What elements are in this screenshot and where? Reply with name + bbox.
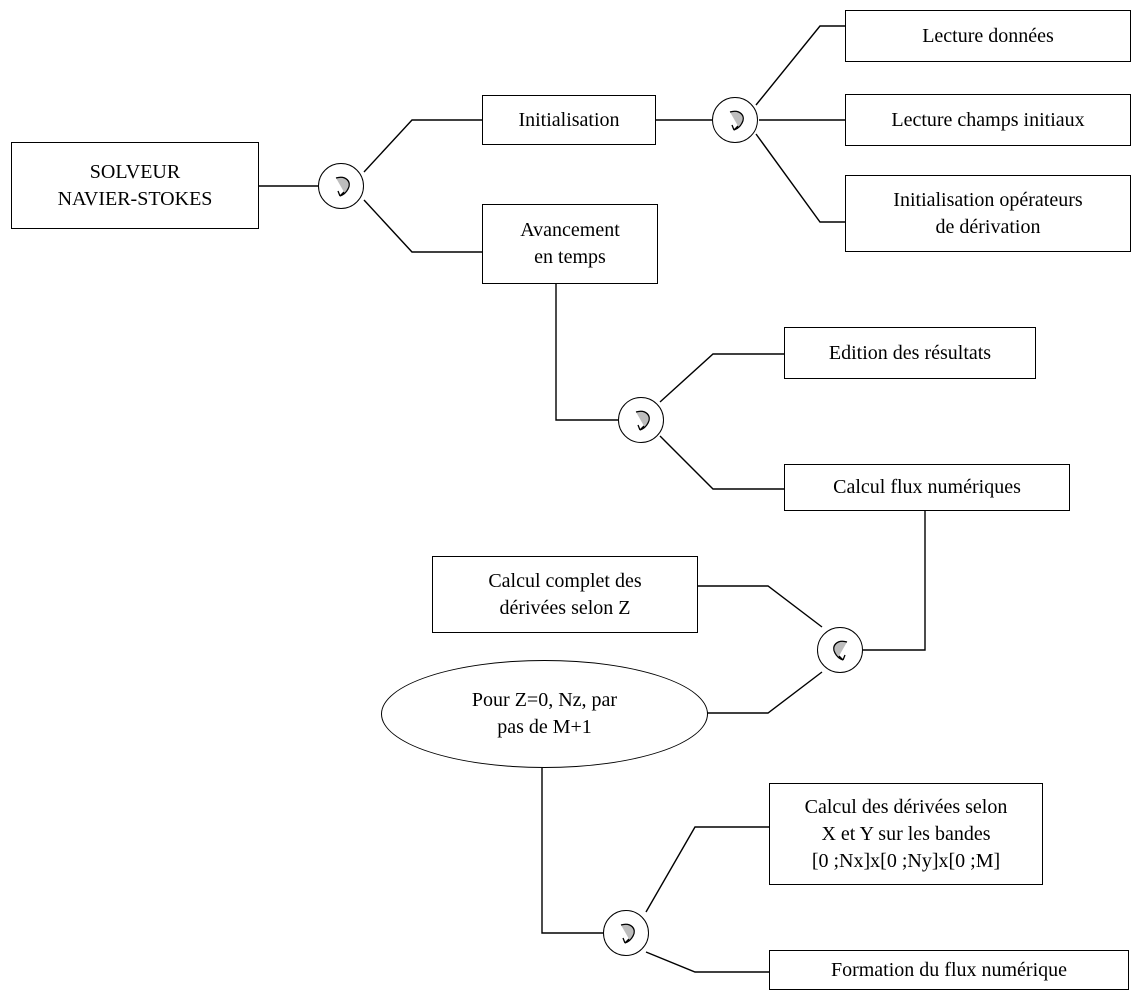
lecture-donnees-node: Lecture données — [845, 10, 1131, 62]
sequence-arrow-icon — [618, 397, 664, 443]
sequence-arrow-icon — [712, 97, 758, 143]
initialisation-node: Initialisation — [482, 95, 656, 145]
avancement-node: Avancement en temps — [482, 204, 658, 284]
pour-z-loop-node: Pour Z=0, Nz, par pas de M+1 — [381, 660, 708, 768]
formation-flux-node: Formation du flux numérique — [769, 950, 1129, 990]
calcul-flux-node: Calcul flux numériques — [784, 464, 1070, 511]
sequence-arrow-icon — [817, 627, 863, 673]
edition-resultats-node: Edition des résultats — [784, 327, 1036, 379]
root-node: SOLVEUR NAVIER-STOKES — [11, 142, 259, 229]
sequence-arrow-icon — [318, 163, 364, 209]
calcul-xy-node: Calcul des dérivées selon X et Y sur les… — [769, 783, 1043, 885]
calcul-complet-node: Calcul complet des dérivées selon Z — [432, 556, 698, 633]
sequence-arrow-icon — [603, 910, 649, 956]
lecture-champs-node: Lecture champs initiaux — [845, 94, 1131, 146]
init-operateurs-node: Initialisation opérateurs de dérivation — [845, 175, 1131, 252]
